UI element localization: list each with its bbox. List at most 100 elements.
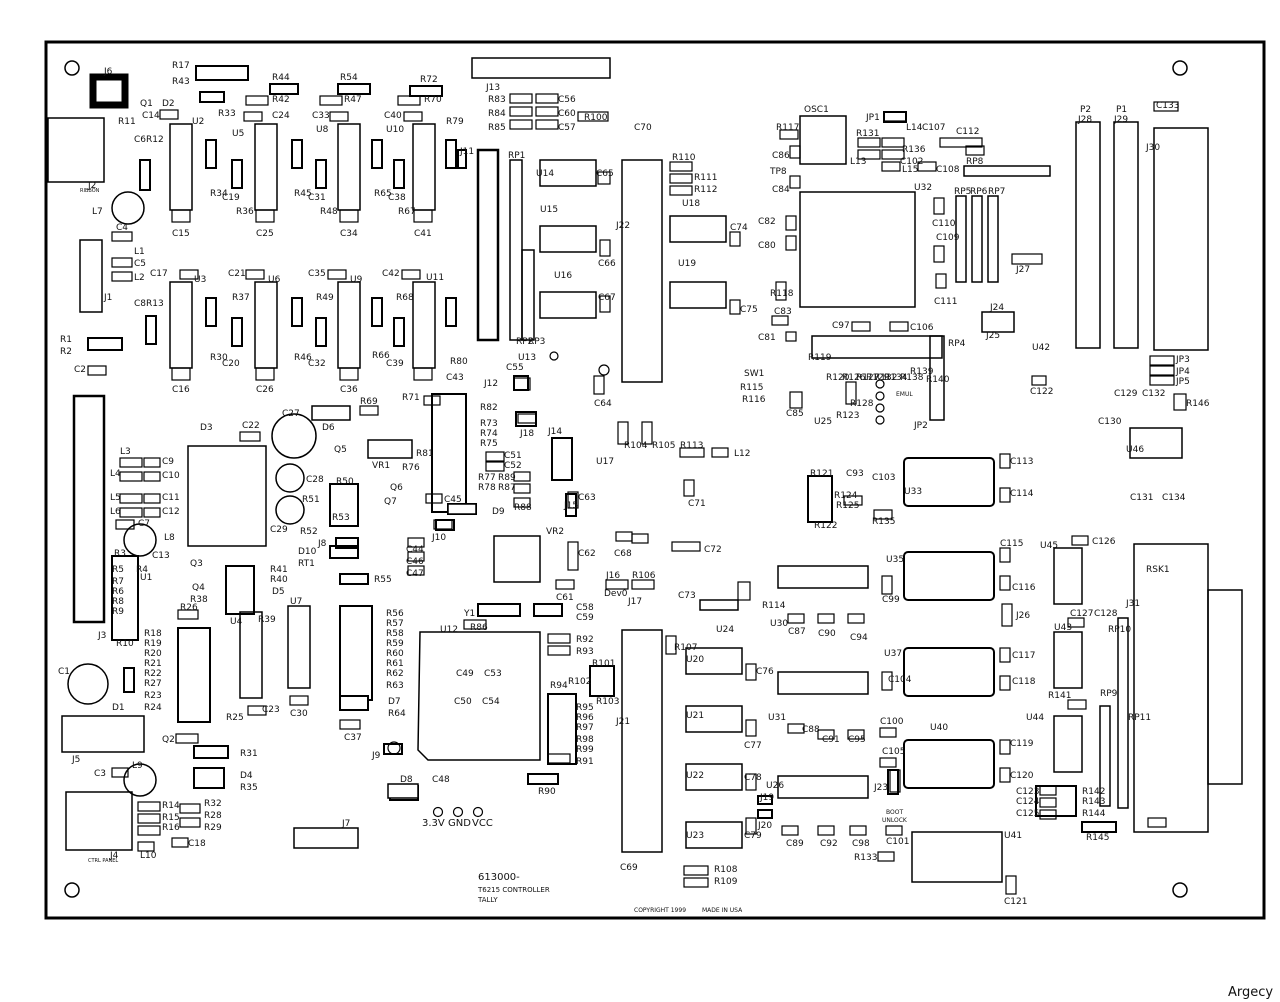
- designator-c68: C68: [614, 549, 632, 559]
- designator-rp4: RP4: [948, 339, 966, 349]
- designator-l2: L2: [134, 273, 145, 283]
- connector-j3-body: [72, 394, 106, 624]
- designator-c1: C1: [58, 667, 70, 677]
- designator-l7: L7: [92, 207, 103, 217]
- mounting-hole: [64, 882, 80, 898]
- designator-jp5: JP5: [1175, 377, 1190, 387]
- designator-c79: C79: [744, 831, 762, 841]
- designator-j16: J16: [605, 571, 620, 581]
- designator-r85: R85: [488, 123, 506, 133]
- designator-r88: R88: [514, 503, 532, 513]
- designator-c67: C67: [598, 293, 616, 303]
- designator-c76: C76: [756, 667, 774, 677]
- smd-part: [789, 175, 801, 189]
- smd-part: [509, 93, 533, 104]
- designator-j5: J5: [71, 755, 80, 765]
- smd-part: [397, 95, 421, 106]
- designator-r83: R83: [488, 95, 506, 105]
- test-point-3v3: [432, 806, 444, 818]
- smd-part: [669, 173, 693, 184]
- designator-u1: U1: [140, 573, 152, 583]
- designator-c47: C47: [406, 569, 424, 579]
- designator-u4: U4: [230, 617, 243, 627]
- smd-part: [843, 495, 863, 506]
- connector-j15: [565, 493, 577, 517]
- designator-c52: C52: [504, 461, 522, 471]
- smd-part: [785, 235, 797, 251]
- smd-part: [771, 315, 789, 326]
- connector-j20: [757, 809, 773, 819]
- designator-u7: U7: [290, 597, 302, 607]
- designator-r121: R121: [810, 469, 833, 479]
- designator-r95: R95: [576, 703, 594, 713]
- designator-r30: R30: [210, 353, 228, 363]
- soic-u14: [539, 159, 597, 187]
- smd-part: [729, 299, 741, 315]
- designator-r131: R131: [856, 129, 879, 139]
- connector-j10: [435, 519, 455, 531]
- designator-c119: C119: [1010, 739, 1034, 749]
- res-h: [527, 773, 559, 785]
- dip-u45: [1053, 547, 1083, 605]
- designator-r11: R11: [118, 117, 136, 127]
- designator-r68: R68: [396, 293, 414, 303]
- designator-c32: C32: [308, 359, 326, 369]
- designator-u23: U23: [686, 831, 704, 841]
- smd-part: [1149, 365, 1175, 376]
- designator-c88: C88: [802, 725, 820, 735]
- designator-r107: R107: [674, 643, 697, 653]
- smd-part: [111, 231, 133, 242]
- designator-c39: C39: [386, 359, 404, 369]
- label-part-number: 613000-: [478, 872, 520, 883]
- smd-part: [239, 431, 261, 442]
- designator-r50: R50: [336, 477, 354, 487]
- designator-c115: C115: [1000, 539, 1023, 549]
- designator-j4: J4: [109, 851, 119, 861]
- smd-part: [775, 281, 787, 301]
- designator-j11: J11: [459, 147, 474, 157]
- designator-u21: U21: [686, 711, 704, 721]
- connector-rsk1-body: [1133, 543, 1209, 833]
- designator-r122: R122: [814, 521, 837, 531]
- smd-part: [179, 803, 201, 814]
- designator-r118: R118: [770, 289, 794, 299]
- designator-c42: C42: [382, 269, 400, 279]
- designator-c23: C23: [262, 705, 280, 715]
- smd-part: [339, 209, 359, 223]
- res-h: [533, 603, 563, 617]
- smd-part: [1149, 375, 1175, 386]
- label-dev0: Dev0: [604, 589, 628, 599]
- designator-u18: U18: [682, 199, 700, 209]
- designator-r81: R81: [416, 449, 434, 459]
- designator-c31: C31: [308, 193, 326, 203]
- smd-part: [857, 137, 881, 148]
- designator-u43: U43: [1054, 623, 1072, 633]
- designator-r35: R35: [240, 783, 258, 793]
- designator-r8: R8: [112, 597, 124, 607]
- designator-r84: R84: [488, 109, 506, 119]
- smd-part: [849, 825, 867, 836]
- designator-r53: R53: [332, 513, 350, 523]
- designator-r93: R93: [576, 647, 594, 657]
- designator-r110: R110: [672, 153, 696, 163]
- designator-r70: R70: [424, 95, 442, 105]
- designator-d10: D10: [298, 547, 317, 557]
- smd-part: [1031, 375, 1047, 386]
- designator-u15: U15: [540, 205, 558, 215]
- dip-u7: [287, 605, 311, 689]
- designator-c54: C54: [482, 697, 500, 707]
- designator-c131: C131: [1130, 493, 1153, 503]
- label-boot: BOOT: [886, 809, 903, 816]
- designator-r55: R55: [374, 575, 392, 585]
- smd-part: [845, 381, 857, 405]
- smd-part: [179, 817, 201, 828]
- designator-q3: Q3: [190, 559, 203, 569]
- designator-r33: R33: [218, 109, 236, 119]
- designator-r1: R1: [60, 335, 72, 345]
- designator-r22: R22: [144, 669, 162, 679]
- designator-u20: U20: [686, 655, 704, 665]
- axial-resistors: [123, 139, 457, 693]
- designator-r4: R4: [136, 565, 148, 575]
- label-copyright: COPYRIGHT 1999: [634, 907, 686, 914]
- smd-part: [599, 239, 611, 257]
